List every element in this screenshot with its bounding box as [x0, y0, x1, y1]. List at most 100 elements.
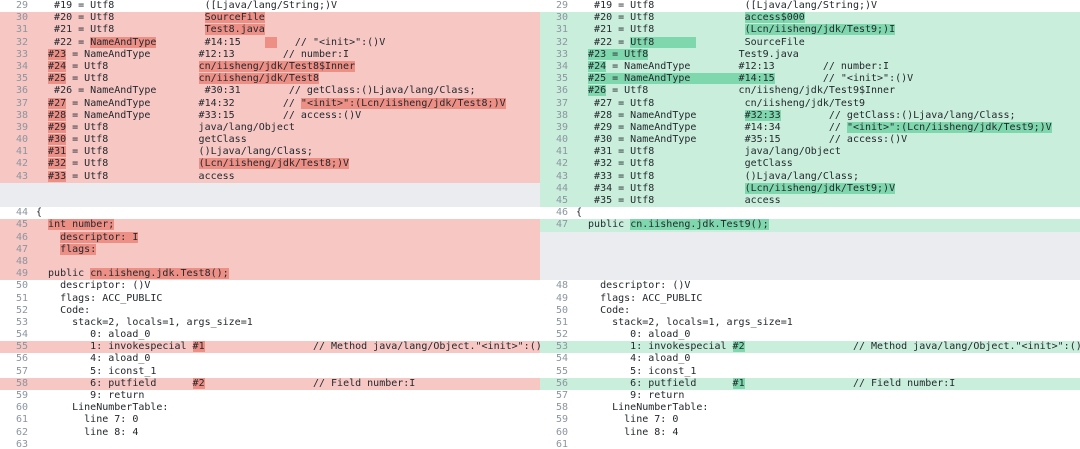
changed-token: Utf8	[630, 36, 697, 48]
line-number: 58	[555, 402, 568, 414]
line-number: 35	[555, 73, 568, 85]
code-line: 53 stack=2, locals=1, args_size=1	[0, 317, 540, 329]
changed-token: flags:	[60, 243, 97, 255]
code-text: #23 = NameAndType #12:13 // number:I	[36, 48, 540, 61]
code-segment: flags: ACC_PUBLIC	[576, 292, 703, 304]
changed-token: #30	[48, 134, 67, 146]
code-segment: public	[36, 268, 91, 280]
code-text: #29 = Utf8 java/lang/Object	[36, 121, 540, 134]
code-segment: #14:15	[156, 36, 265, 48]
code-segment: 5: iconst_1	[36, 365, 157, 377]
changed-line: 55 1: invokespecial #1 // Method java/la…	[0, 341, 540, 354]
code-text: 1: invokespecial #1 // Method java/lang/…	[36, 341, 540, 353]
code-segment	[36, 244, 60, 255]
line-number: 33	[15, 48, 28, 60]
code-segment: LineNumberTable:	[576, 402, 709, 414]
code-segment	[36, 158, 48, 169]
line-number: 43	[15, 170, 28, 182]
code-text	[36, 256, 540, 268]
changed-token: #32	[48, 158, 67, 170]
line-number: 42	[15, 158, 28, 170]
code-segment: #33 = Utf8 ()Ljava/lang/Class;	[576, 170, 859, 182]
line-number: 40	[555, 134, 568, 146]
changed-token: Test8.java	[204, 24, 265, 36]
line-number: 41	[555, 146, 568, 158]
changed-token: cn/iisheng/jdk/Test8	[198, 73, 319, 85]
line-number: 34	[555, 60, 568, 72]
code-text: #29 = NameAndType #14:34 // "<init>":(Lc…	[576, 121, 1080, 134]
line-number: 29	[15, 0, 28, 11]
line-number: 34	[15, 60, 28, 72]
code-segment: = NameAndType #12:13 // number:I	[606, 60, 890, 72]
changed-token: access$000	[744, 12, 805, 24]
changed-line: 43 #33 = Utf8 ()Ljava/lang/Class;	[540, 170, 1080, 183]
code-text: 5: iconst_1	[576, 366, 1080, 378]
line-number: 40	[15, 134, 28, 146]
changed-line: 45 int number;	[0, 219, 540, 232]
diff-gap-row	[540, 255, 1080, 269]
code-segment: = Utf8 cn/iisheng/jdk/Test9$Inner	[606, 85, 896, 97]
code-segment: 6: putfield	[36, 377, 193, 389]
code-segment: #31 = Utf8 java/lang/Object	[576, 146, 841, 158]
code-line: 63	[0, 439, 540, 449]
code-segment: #27 = Utf8 cn/iisheng/jdk/Test9	[576, 97, 865, 109]
changed-token: #2	[192, 377, 205, 389]
changed-token: (Lcn/iisheng/jdk/Test9;)I	[744, 24, 896, 36]
changed-line: 36 #26 = NameAndType #30:31 // getClass:…	[0, 85, 540, 98]
changed-line: 32 #22 = NameAndType #14:15 // "<init>":…	[0, 36, 540, 49]
line-number: 47	[15, 243, 28, 255]
code-line: 55 5: iconst_1	[540, 366, 1080, 378]
code-line: 50 descriptor: ()V	[0, 280, 540, 292]
line-number: 53	[555, 341, 568, 353]
changed-token: #25	[48, 73, 67, 85]
code-segment	[36, 219, 48, 230]
code-segment: #28 = NameAndType	[576, 109, 745, 121]
code-text: #27 = NameAndType #14:32 // "<init>":(Lc…	[36, 97, 540, 110]
code-segment: = Utf8	[66, 158, 199, 170]
line-number: 45	[555, 195, 568, 206]
line-number: 57	[15, 365, 28, 377]
line-number: 31	[555, 24, 568, 36]
line-number: 50	[15, 280, 28, 292]
changed-line: 42 #32 = Utf8 (Lcn/iisheng/jdk/Test8;)V	[0, 158, 540, 171]
code-line: 29 #19 = Utf8 ([Ljava/lang/String;)V	[540, 0, 1080, 12]
code-segment: // "<init>":()V	[276, 36, 386, 48]
line-number: 46	[555, 207, 568, 219]
code-segment: 0: aload_0	[36, 329, 151, 341]
code-segment: = Utf8 getClass	[66, 134, 247, 146]
line-number: 50	[555, 304, 568, 316]
code-line: 60 line 8: 4	[540, 427, 1080, 439]
code-segment: 5: iconst_1	[576, 365, 697, 377]
code-line: 61 line 7: 0	[0, 414, 540, 426]
changed-token: #23	[48, 48, 67, 60]
code-segment: #22 =	[36, 36, 91, 48]
code-line: 52 0: aload_0	[540, 329, 1080, 341]
line-number: 43	[555, 170, 568, 182]
code-segment: 1: invokespecial	[36, 341, 193, 353]
code-segment: #22 =	[576, 36, 631, 48]
line-number: 61	[15, 414, 28, 426]
changed-line: 47 public cn.iisheng.jdk.Test9();	[540, 219, 1080, 232]
code-segment	[576, 61, 588, 72]
code-segment: = Utf8 java/lang/Object	[66, 121, 295, 133]
code-text: #22 = Utf8 SourceFile	[576, 36, 1080, 49]
code-text: int number;	[36, 219, 540, 231]
code-text: flags: ACC_PUBLIC	[36, 293, 540, 305]
line-number: 37	[555, 97, 568, 109]
code-segment: {	[36, 207, 43, 219]
line-number: 51	[15, 292, 28, 304]
line-number: 54	[15, 329, 28, 341]
code-segment: 9: return	[36, 390, 145, 401]
changed-token: NameAndType	[90, 36, 157, 48]
line-number: 35	[15, 73, 28, 85]
code-segment: // "<init>":()V	[774, 73, 914, 85]
code-segment: line 7: 0	[36, 414, 139, 426]
code-line: 48 descriptor: ()V	[540, 280, 1080, 292]
code-text: 6: putfield #1 // Field number:I	[576, 377, 1080, 390]
changed-line: 30 #20 = Utf8 access$000	[540, 12, 1080, 25]
code-segment: #30 = NameAndType #35:15 // access:()V	[576, 134, 908, 146]
line-number: 53	[15, 316, 28, 328]
code-segment: = NameAndType #14:32 //	[66, 97, 301, 109]
